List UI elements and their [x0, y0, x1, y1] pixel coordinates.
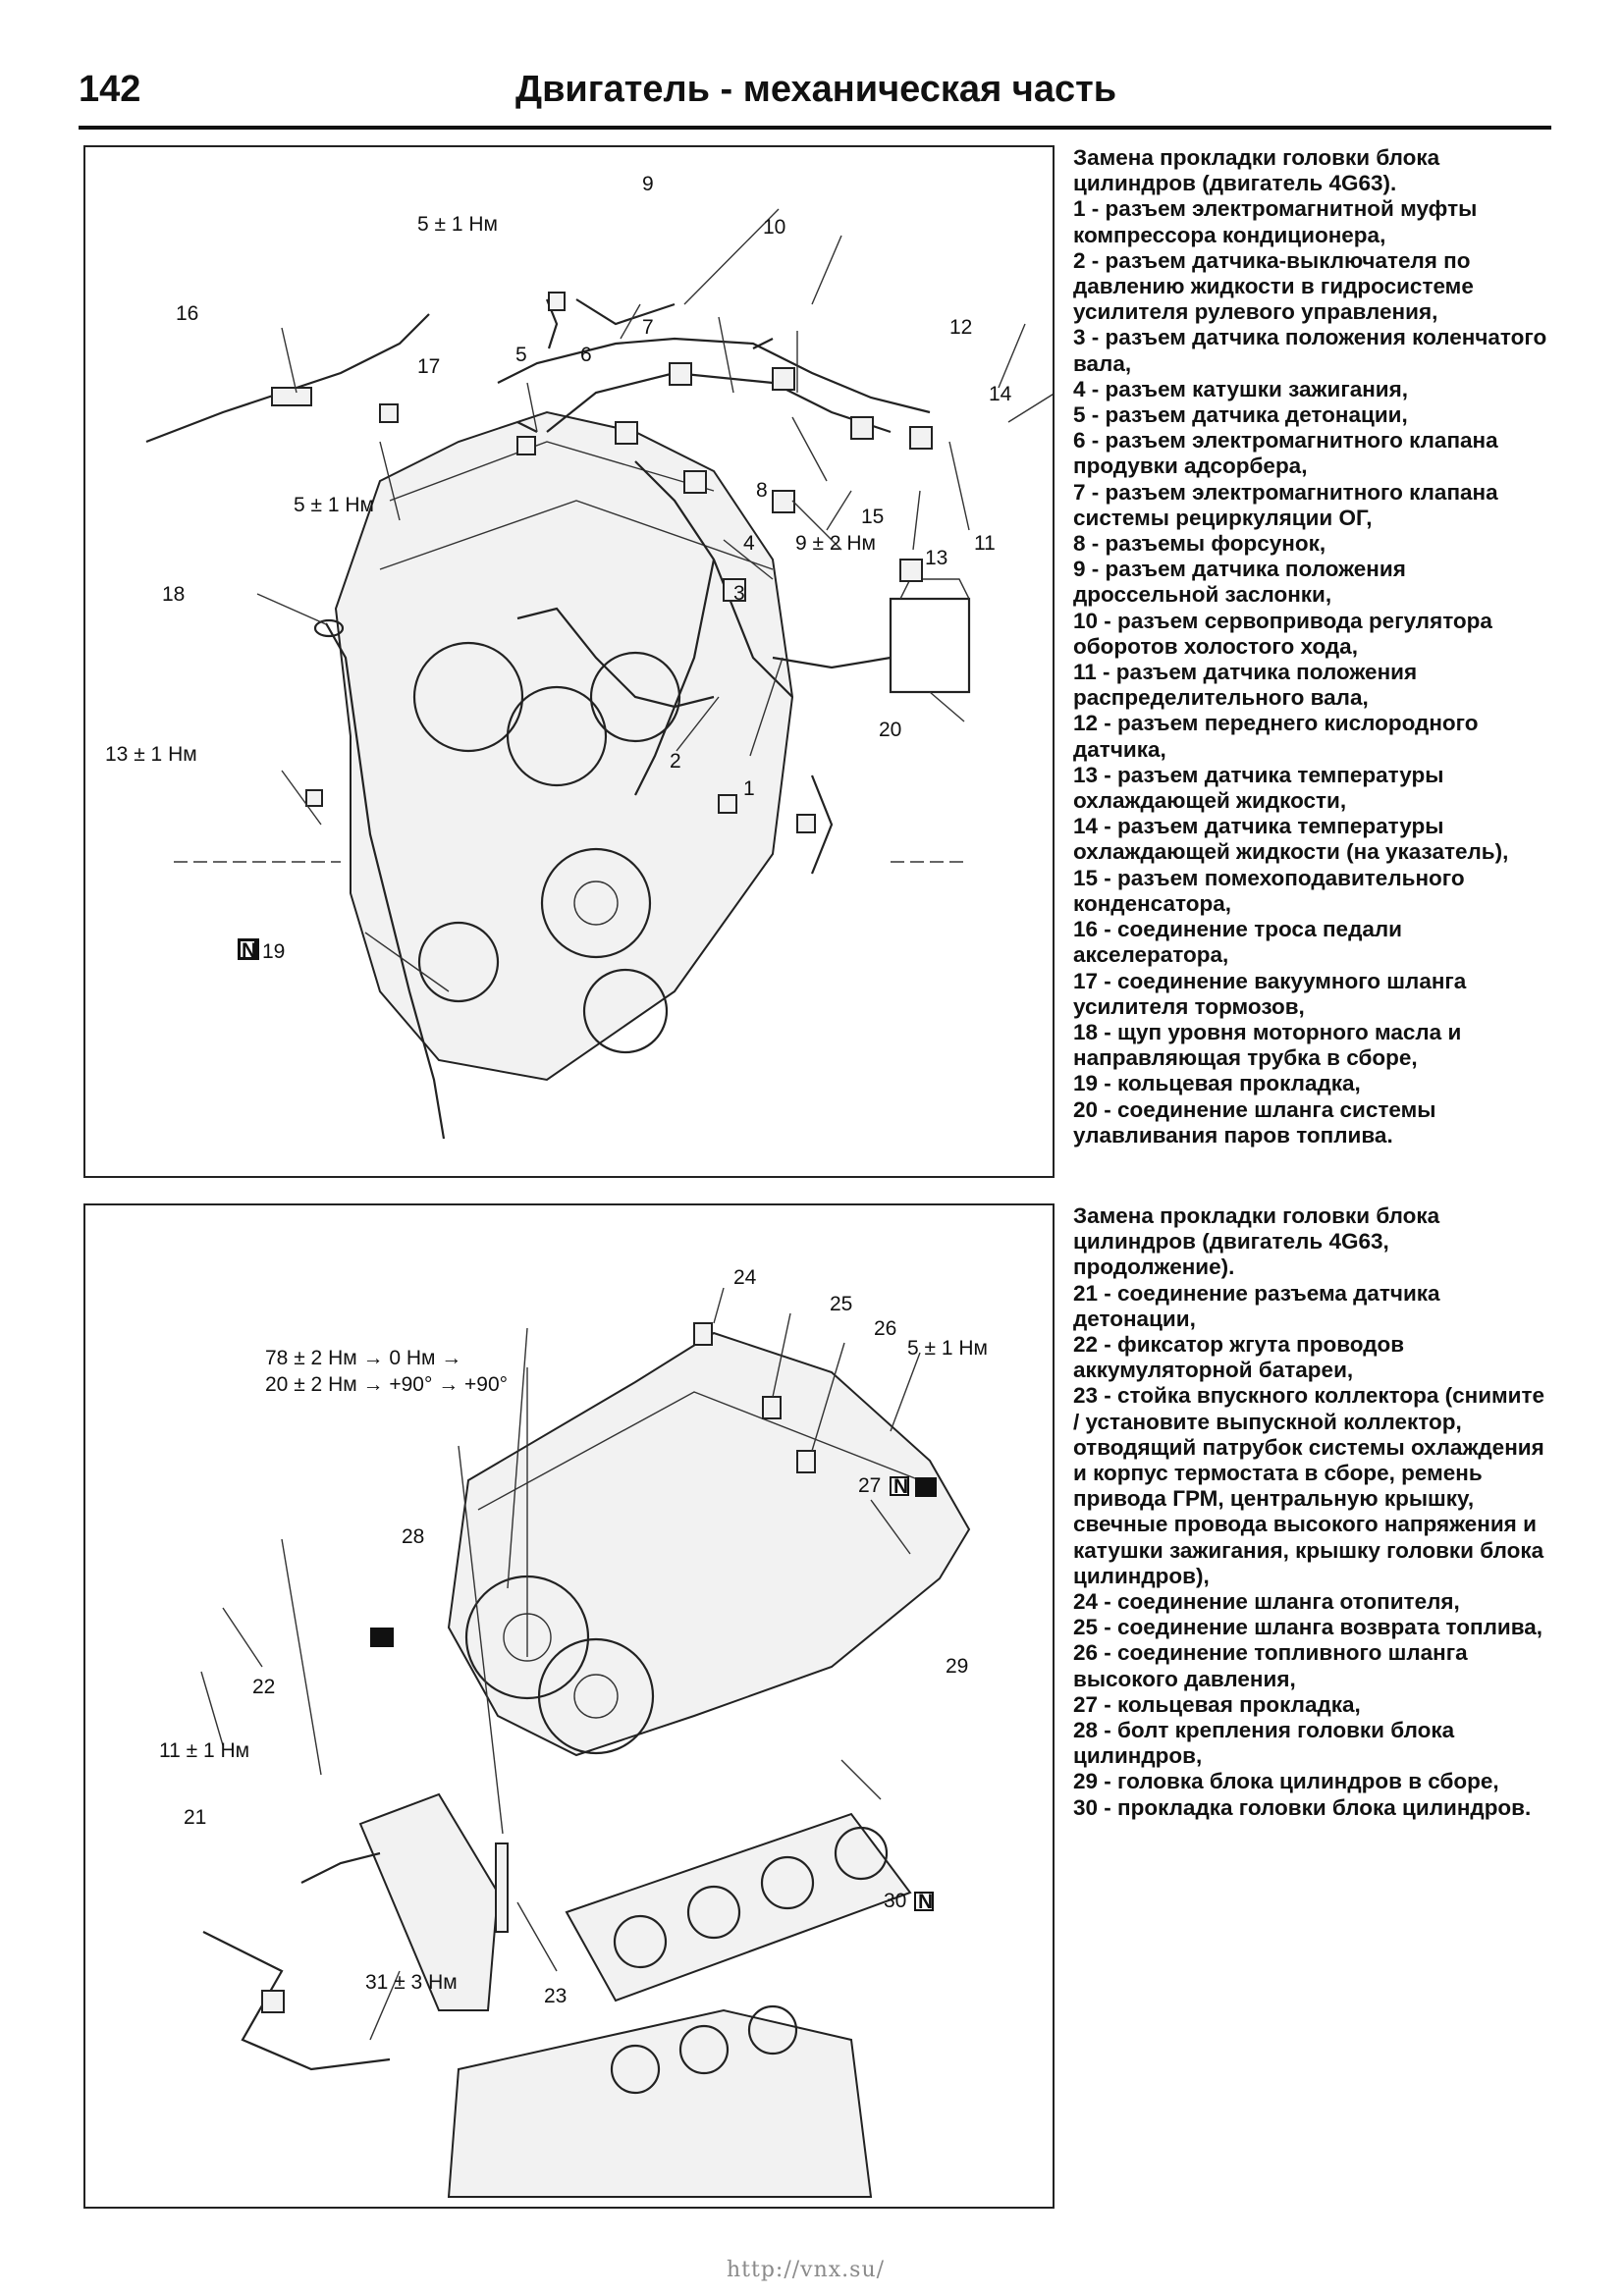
figure1-label-1: 1 [743, 777, 755, 800]
legend2-item: 29 - головка блока цилиндров в сборе, [1073, 1769, 1499, 1794]
legend2-item: 25 - соединение шланга возврата топлива, [1073, 1615, 1543, 1640]
legend1-item: 4 - разъем катушки зажигания, [1073, 376, 1409, 401]
new-part-box-icon [239, 939, 256, 959]
legend1-item: 20 - соединение шланга системы улавливан… [1073, 1096, 1436, 1148]
leader-lines [200, 1287, 921, 2041]
figure2-label-22: 22 [252, 1676, 275, 1698]
cylinder-head-figure: 24 25 26 5 ± 1 Нм 78 ± 2 Нм → 0 Нм → 20 … [83, 1203, 1055, 2209]
figure1-label-13: 13 [925, 547, 947, 569]
legend1-item: 3 - разъем датчика положения коленчатого… [1073, 325, 1547, 376]
figure1-label-6: 6 [580, 344, 592, 366]
page-title: Двигатель - механическая часть [515, 69, 1117, 110]
source-url: http://vnx.su/ [727, 2258, 886, 2282]
figure2-torque-5: 5 ± 1 Нм [907, 1337, 988, 1360]
figure1-label-18: 18 [162, 583, 185, 606]
figure1-label-19: 19 [262, 940, 285, 963]
figure1-label-7: 7 [642, 316, 654, 339]
figure1-label-3: 3 [733, 582, 745, 605]
figure1-label-10: 10 [763, 216, 785, 239]
legend2-item: 30 - прокладка головки блока цилиндров. [1073, 1794, 1532, 1820]
leader-lines [256, 208, 1053, 992]
figure1-label-8: 8 [756, 479, 768, 502]
legend1-item: 15 - разъем помехоподавительного конденс… [1073, 865, 1465, 916]
figure2-new-part-mark-27: N [893, 1475, 908, 1498]
legend1-item: 9 - разъем датчика положения дроссельной… [1073, 557, 1406, 608]
figure2-label-27: 27 [858, 1474, 881, 1497]
legend1-item: 12 - разъем переднего кислородного датчи… [1073, 711, 1479, 762]
legend1-item: 11 - разъем датчика положения распредели… [1073, 660, 1418, 711]
figure2-torque-11: 11 ± 1 Нм [159, 1739, 249, 1762]
legend1-item: 14 - разъем датчика температуры охлаждаю… [1073, 814, 1509, 865]
figure1-label-20: 20 [879, 719, 901, 741]
wiring-harness [497, 298, 933, 875]
legend1-item: 13 - разъем датчика температуры охлаждаю… [1073, 762, 1444, 814]
figure2-label-30: 30 [884, 1890, 906, 1912]
figure1-label-5: 5 [515, 344, 527, 366]
legend2-heading: Замена прокладки головки блока цилиндров… [1073, 1203, 1440, 1280]
legend1-item: 1 - разъем электромагнитной муфты компре… [1073, 196, 1478, 247]
page-number: 142 [79, 69, 141, 110]
figure1-label-17: 17 [417, 355, 440, 378]
figure2-torque-31: 31 ± 3 Нм [365, 1971, 458, 1994]
figure1-label-11: 11 [974, 532, 996, 555]
figure2-torque-20: 20 ± 2 Нм → +90° → +90° [265, 1373, 508, 1396]
legend1-heading: Замена прокладки головки блока цилиндров… [1073, 145, 1440, 196]
legend1-item: 5 - разъем датчика детонации, [1073, 402, 1408, 428]
figure2-label-28: 28 [402, 1525, 424, 1548]
legend1-item: 19 - кольцевая прокладка, [1073, 1071, 1361, 1096]
legend1-item: 10 - разъем сервопривода регулятора обор… [1073, 608, 1492, 659]
figure1-label-4: 4 [743, 532, 755, 555]
figure2-label-23: 23 [544, 1985, 567, 2007]
new-part-box-icon [890, 1476, 909, 1496]
figure2-label-21: 21 [184, 1806, 206, 1829]
legend1-item: 18 - щуп уровня моторного масла и направ… [1073, 1019, 1462, 1071]
legend2-item: 27 - кольцевая прокладка, [1073, 1691, 1361, 1717]
figure1-label-14: 14 [989, 383, 1012, 405]
figure1-torque-9: 9 ± 2 Нм [795, 532, 876, 555]
engine-harness-drawing: 9 10 12 14 7 6 5 17 16 8 4 3 15 13 11 20… [105, 173, 1053, 1140]
legend-engine-harness: Замена прокладки головки блока цилиндров… [1073, 145, 1554, 1148]
figure1-label-15: 15 [861, 506, 884, 528]
legend2-item: 21 - соединение разъема датчика детонаци… [1073, 1280, 1440, 1331]
engine-outline [174, 410, 971, 1082]
oil-can-icon [370, 1628, 394, 1647]
legend2-item: 24 - соединение шланга отопителя, [1073, 1589, 1460, 1615]
bracket-and-sensor [202, 1322, 816, 2071]
figure1-torque-5-left: 5 ± 1 Нм [294, 494, 374, 516]
legend1-item: 6 - разъем электромагнитного клапана про… [1073, 428, 1498, 479]
legend1-item: 16 - соединение троса педали акселератор… [1073, 917, 1402, 968]
cylinder-head-drawing: 24 25 26 5 ± 1 Нм 78 ± 2 Нм → 0 Нм → 20 … [159, 1266, 988, 2198]
head-gasket-outline [565, 1812, 912, 2002]
oil-can-icon [915, 1477, 937, 1497]
figure2-new-part-mark-30: N [918, 1891, 933, 1913]
figure1-torque-13: 13 ± 1 Нм [105, 743, 197, 766]
legend2-item: 23 - стойка впускного коллектора (снимит… [1073, 1383, 1545, 1588]
legend1-item: 2 - разъем датчика-выключателя по давлен… [1073, 247, 1474, 325]
legend1-item: 8 - разъемы форсунок, [1073, 531, 1326, 557]
legend-cylinder-head: Замена прокладки головки блока цилиндров… [1073, 1203, 1554, 1821]
new-part-box-icon [914, 1892, 934, 1911]
page-header: 142 Двигатель - механическая часть [79, 69, 1551, 130]
legend2-item: 28 - болт крепления головки блока цилинд… [1073, 1718, 1455, 1769]
engine-block-outline [447, 2004, 873, 2198]
figure1-label-9: 9 [642, 173, 654, 195]
figure2-label-24: 24 [733, 1266, 757, 1289]
dipstick-and-cable [145, 292, 566, 1140]
legend1-item: 17 - соединение вакуумного шланга усилит… [1073, 968, 1467, 1019]
figure1-torque-5-top: 5 ± 1 Нм [417, 213, 498, 236]
figure2-label-25: 25 [830, 1293, 852, 1315]
figure1-label-12: 12 [949, 316, 972, 339]
legend1-item: 7 - разъем электромагнитного клапана сис… [1073, 479, 1498, 530]
figure2-torque-78: 78 ± 2 Нм → 0 Нм → [265, 1347, 461, 1369]
figure1-new-part-mark: N [242, 939, 256, 962]
engine-harness-figure: 9 10 12 14 7 6 5 17 16 8 4 3 15 13 11 20… [83, 145, 1055, 1178]
legend2-item: 26 - соединение топливного шланга высоко… [1073, 1640, 1468, 1691]
figure2-label-26: 26 [874, 1317, 896, 1340]
figure2-label-29: 29 [946, 1655, 968, 1678]
legend2-item: 22 - фиксатор жгута проводов аккумулятор… [1073, 1332, 1405, 1383]
figure1-label-2: 2 [670, 750, 681, 773]
figure1-label-16: 16 [176, 302, 198, 325]
